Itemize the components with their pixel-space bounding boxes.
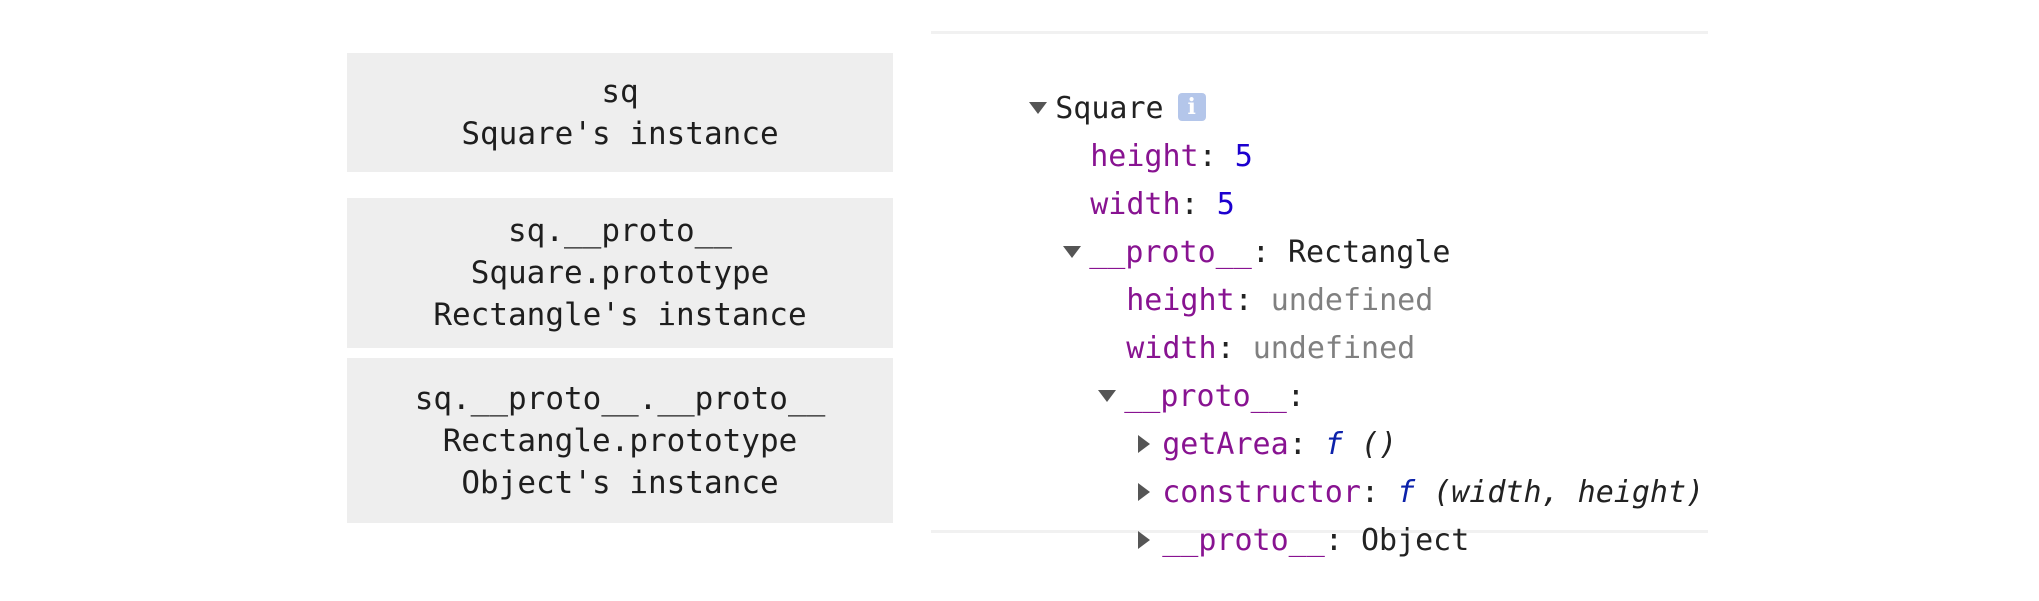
info-icon[interactable]: i bbox=[1177, 92, 1206, 121]
separator: : bbox=[1251, 235, 1288, 270]
property-key: constructor bbox=[1162, 475, 1361, 510]
box-line: Square.prototype bbox=[470, 255, 770, 291]
property-key: getArea bbox=[1162, 427, 1289, 462]
function-symbol: f bbox=[1397, 475, 1416, 510]
box-line: sq bbox=[601, 73, 639, 110]
property-value: Object bbox=[1360, 523, 1470, 558]
tree-node-constructor[interactable]: constructor: f (width, height) bbox=[1066, 433, 1704, 553]
property-value: Rectangle bbox=[1287, 235, 1451, 270]
separator: : bbox=[1180, 187, 1217, 222]
function-signature: () bbox=[1360, 427, 1398, 462]
triangle-right-icon[interactable] bbox=[1138, 482, 1151, 501]
triangle-right-icon[interactable] bbox=[1138, 434, 1151, 453]
separator: : bbox=[1288, 427, 1325, 462]
instance-box-proto-proto: sq.__proto__.__proto__ Rectangle.prototy… bbox=[347, 358, 893, 523]
separator: : bbox=[1234, 283, 1271, 318]
separator: : bbox=[1198, 139, 1235, 174]
box-line: sq.__proto__ bbox=[508, 213, 732, 249]
box-line: Object's instance bbox=[461, 464, 779, 501]
separator: : bbox=[1216, 331, 1253, 366]
property-value: 5 bbox=[1216, 187, 1235, 222]
triangle-down-icon[interactable] bbox=[1098, 389, 1117, 402]
box-line: Rectangle's instance bbox=[433, 297, 807, 333]
property-width-undefined: width: undefined bbox=[1054, 289, 1415, 409]
property-key: height bbox=[1090, 139, 1199, 174]
triangle-down-icon[interactable] bbox=[1029, 101, 1048, 114]
property-key: width bbox=[1090, 187, 1181, 222]
property-key: __proto__ bbox=[1089, 235, 1252, 270]
property-key: __proto__ bbox=[1162, 523, 1325, 558]
instance-box-proto: sq.__proto__ Square.prototype Rectangle'… bbox=[347, 198, 893, 348]
triangle-down-icon[interactable] bbox=[1063, 245, 1082, 258]
tree-node-proto-prototype[interactable]: __proto__: bbox=[1026, 337, 1323, 457]
tree-node-proto-object[interactable]: __proto__: Object bbox=[1066, 481, 1469, 601]
box-line: sq.__proto__.__proto__ bbox=[414, 380, 826, 417]
separator: : bbox=[1286, 379, 1323, 414]
function-signature: (width, height) bbox=[1433, 475, 1705, 510]
tree-node-getarea[interactable]: getArea: f () bbox=[1066, 385, 1397, 505]
property-value: undefined bbox=[1252, 331, 1416, 366]
property-key: height bbox=[1126, 283, 1235, 318]
property-value: undefined bbox=[1270, 283, 1434, 318]
box-line: Square's instance bbox=[461, 115, 779, 152]
triangle-right-icon[interactable] bbox=[1138, 530, 1151, 549]
property-value: 5 bbox=[1234, 139, 1253, 174]
box-line: Rectangle.prototype bbox=[442, 422, 798, 459]
separator: : bbox=[1360, 475, 1398, 510]
instance-box-sq: sq Square's instance bbox=[347, 53, 893, 172]
property-key: width bbox=[1126, 331, 1217, 366]
function-symbol: f bbox=[1324, 427, 1343, 462]
property-height-undefined: height: undefined bbox=[1054, 241, 1433, 361]
property-width: width: 5 bbox=[1018, 145, 1235, 265]
separator: : bbox=[1324, 523, 1361, 558]
property-key: __proto__ bbox=[1124, 379, 1287, 414]
node-label: Square bbox=[1055, 91, 1164, 126]
property-height: height: 5 bbox=[1018, 97, 1253, 217]
tree-node-proto-rectangle[interactable]: __proto__: Rectangle bbox=[991, 193, 1451, 313]
